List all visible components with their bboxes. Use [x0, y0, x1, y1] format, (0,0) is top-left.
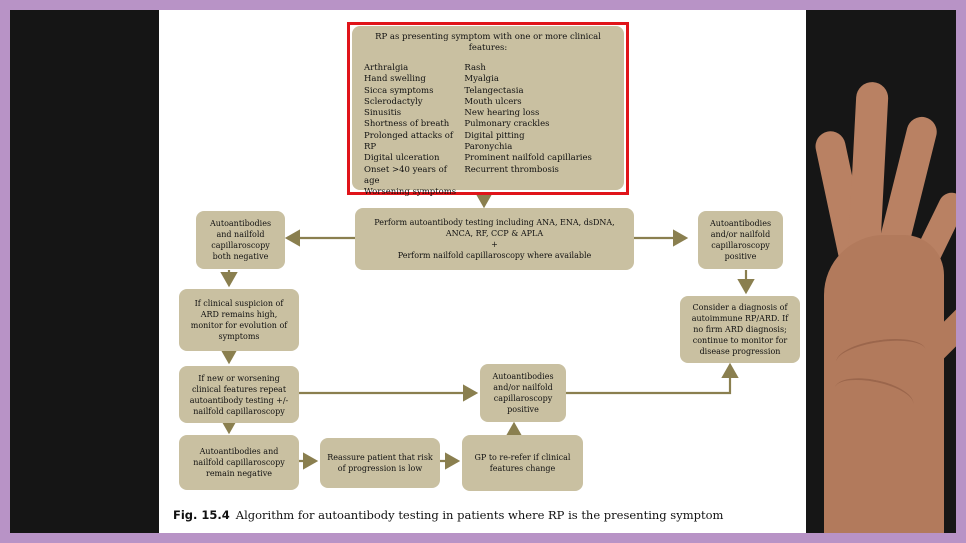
box-line: clinical features repeat	[191, 384, 287, 394]
box-line: capillaroscopy	[711, 241, 770, 250]
features-right-column: Rash Myalgia Telangectasia Mouth ulcers …	[464, 63, 612, 199]
box-line: continue to monitor for	[692, 336, 788, 345]
feature-item: Onset >40 years of age	[364, 164, 447, 186]
box-line: capillaroscopy	[493, 394, 553, 403]
box-line: of progression is low	[337, 464, 423, 473]
palm-shape	[824, 235, 944, 533]
feature-item: Shortness of breath	[364, 119, 450, 130]
testing-line: Perform autoantibody testing including A…	[374, 218, 615, 227]
feature-item: Hand swelling	[364, 74, 426, 85]
box-line: Autoantibodies and	[199, 447, 279, 456]
figure-label: Fig. 15.4	[173, 508, 230, 522]
box-line: remain negative	[206, 469, 272, 478]
remain-negative-box: Autoantibodies and nailfold capillarosco…	[179, 435, 299, 490]
box-line: autoimmune RP/ARD. If	[691, 314, 789, 323]
box-line: symptoms	[218, 332, 260, 341]
clinical-suspicion-box: If clinical suspicion of ARD remains hig…	[179, 289, 299, 351]
box-line: features change	[489, 464, 556, 473]
feature-item: Prolonged attacks of RP	[364, 130, 454, 153]
box-line: ARD remains high,	[200, 310, 278, 319]
box-line: Autoantibodies	[709, 219, 772, 228]
testing-line: +	[491, 240, 498, 249]
gp-rerefer-box: GP to re-refer if clinical features chan…	[462, 435, 583, 491]
box-line: no firm ARD diagnosis;	[693, 325, 787, 334]
box-line: capillaroscopy	[211, 241, 270, 250]
slide: RP as presenting symptom with one or mor…	[159, 10, 806, 533]
box-line: nailfold capillaroscopy	[193, 406, 285, 416]
feature-item: Pulmonary crackles	[464, 119, 550, 130]
positive-box-middle: Autoantibodies and/or nailfold capillaro…	[480, 364, 566, 422]
both-negative-box: Autoantibodies and nailfold capillarosco…	[196, 211, 285, 269]
autoantibody-testing-box: Perform autoantibody testing including A…	[355, 208, 634, 270]
figure-caption-text: Algorithm for autoantibody testing in pa…	[235, 508, 724, 522]
box-line: If new or worsening	[198, 373, 280, 383]
reassure-patient-box: Reassure patient that risk of progressio…	[320, 438, 440, 488]
figure-caption: Fig. 15.4 Algorithm for autoantibody test…	[173, 508, 723, 522]
box-line: nailfold capillaroscopy	[193, 458, 285, 467]
box-line: Autoantibodies	[209, 219, 272, 228]
feature-item: Digital pitting	[464, 130, 525, 141]
feature-item: Paronychia	[464, 142, 513, 153]
box-line: Autoantibodies	[492, 372, 554, 381]
box-line: positive	[507, 405, 539, 414]
feature-item: Worsening symptoms	[364, 187, 457, 198]
feature-item: Sicca symptoms	[364, 85, 434, 96]
box-line: and nailfold	[216, 230, 265, 239]
box-line: and/or nailfold	[493, 383, 553, 392]
box-line: disease progression	[699, 347, 781, 356]
box-line: positive	[724, 252, 757, 261]
feature-item: Digital ulceration	[364, 153, 440, 164]
box-line: If clinical suspicion of	[194, 299, 284, 308]
feature-item: Recurrent thrombosis	[464, 164, 559, 175]
feature-item: Arthralgia	[364, 63, 409, 73]
positive-box-right: Autoantibodies and/or nailfold capillaro…	[698, 211, 783, 269]
testing-line: Perform nailfold capillaroscopy where av…	[397, 251, 592, 260]
feature-item: Sclerodactyly	[364, 96, 423, 107]
feature-item: Mouth ulcers	[464, 96, 522, 107]
highlight-frame	[347, 22, 629, 195]
rp-title: RP as presenting symptom with one or mor…	[375, 32, 601, 53]
feature-item: Rash	[464, 63, 486, 73]
feature-item: Telangectasia	[464, 85, 524, 96]
box-line: Consider a diagnosis of	[692, 303, 788, 312]
features-left-column: Arthralgia Hand swelling Sicca symptoms …	[364, 63, 464, 199]
feature-item: New hearing loss	[464, 108, 540, 119]
feature-item: Prominent nailfold capillaries	[464, 153, 592, 164]
box-line: autoantibody testing +/-	[189, 395, 289, 405]
arrow-middle-to-consider	[557, 362, 739, 395]
feature-item: Myalgia	[464, 74, 499, 85]
clinical-features-list: Arthralgia Hand swelling Sicca symptoms …	[364, 63, 612, 199]
consider-diagnosis-box: Consider a diagnosis of autoimmune RP/AR…	[680, 296, 800, 363]
video-frame: RP as presenting symptom with one or mor…	[10, 10, 956, 533]
box-line: monitor for evolution of	[190, 321, 288, 330]
feature-item: Sinusitis	[364, 108, 402, 119]
box-line: and/or nailfold	[710, 230, 771, 239]
box-line: both negative	[212, 252, 269, 261]
rp-presenting-symptom-box: RP as presenting symptom with one or mor…	[352, 26, 624, 197]
repeat-testing-box: If new or worsening clinical features re…	[179, 366, 299, 423]
box-line: GP to re-refer if clinical	[474, 453, 571, 462]
testing-line: ANCA, RF, CCP & APLA	[445, 229, 544, 238]
box-line: Reassure patient that risk	[327, 453, 433, 462]
hand-photo	[806, 10, 956, 533]
